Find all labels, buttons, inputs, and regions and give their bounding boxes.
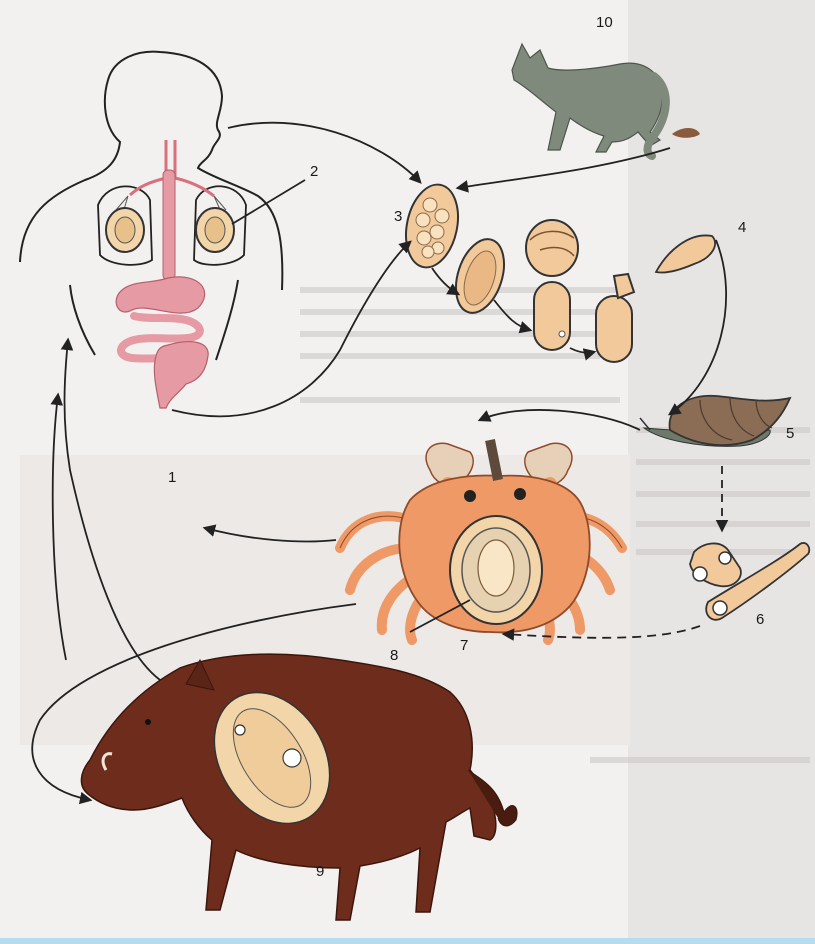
redia-sucker-1b bbox=[719, 552, 731, 564]
label-4: 4 bbox=[738, 219, 746, 236]
label-5: 5 bbox=[786, 425, 794, 442]
boar-fluke-sucker-2 bbox=[235, 725, 245, 735]
lung-fluke-right bbox=[205, 217, 225, 243]
esophagus bbox=[163, 170, 175, 280]
boar-eye bbox=[145, 719, 151, 725]
label-10: 10 bbox=[596, 14, 613, 31]
lung-fluke-left bbox=[115, 217, 135, 243]
label-1: 1 bbox=[168, 469, 176, 486]
label-9: 9 bbox=[316, 863, 324, 880]
egg-shell-dot bbox=[559, 331, 565, 337]
metacercaria bbox=[478, 540, 514, 596]
label-6: 6 bbox=[756, 611, 764, 628]
label-2: 2 bbox=[310, 163, 318, 180]
egg-empty-shell bbox=[534, 282, 570, 350]
bottom-frame-line bbox=[0, 938, 815, 944]
boar-fluke-sucker-1 bbox=[283, 749, 301, 767]
redia-sucker-1 bbox=[693, 567, 707, 581]
redia-sucker-2 bbox=[713, 601, 727, 615]
egg-hatched-shell bbox=[596, 296, 632, 362]
label-3: 3 bbox=[394, 208, 402, 225]
crab-eye-left bbox=[464, 490, 476, 502]
label-8: 8 bbox=[390, 647, 398, 664]
label-7: 7 bbox=[460, 637, 468, 654]
crab-eye-right bbox=[514, 488, 526, 500]
